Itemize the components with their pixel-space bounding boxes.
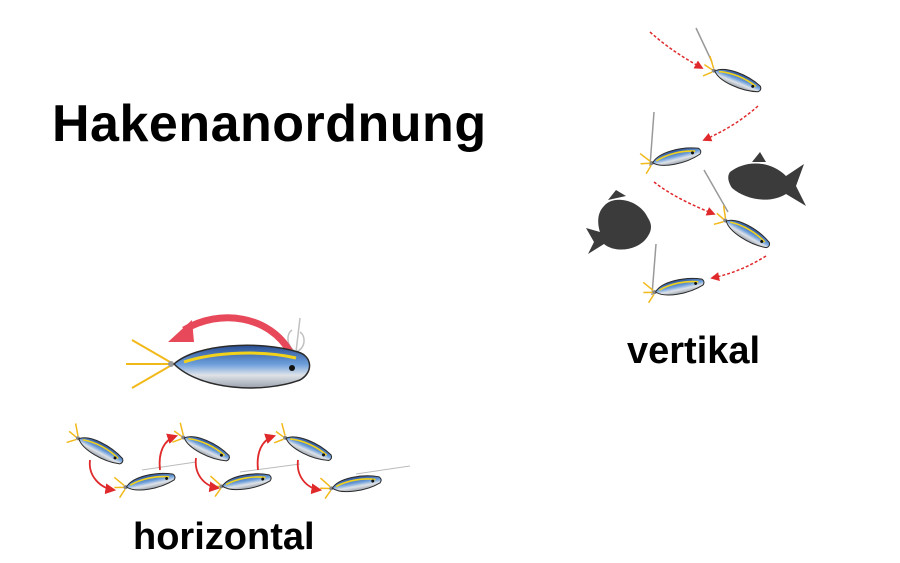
arrow-icon xyxy=(296,459,323,495)
page-title: Hakenanordnung xyxy=(52,95,487,153)
jig-lure-3 xyxy=(710,203,776,255)
jig-lure-top-2 xyxy=(168,421,235,468)
vertical-label: vertikal xyxy=(627,330,761,372)
arrow-icon xyxy=(653,181,716,216)
jig-lure-bottom-3 xyxy=(317,466,384,500)
hook-swap-illustration xyxy=(126,314,311,389)
vertical-jig-group xyxy=(586,27,806,305)
horizontal-jig-group xyxy=(63,421,411,500)
treble-hook-icon xyxy=(126,339,174,389)
jig-lure-4 xyxy=(640,269,707,305)
tuna-silhouette-icon xyxy=(728,152,806,206)
arrow-icon xyxy=(88,459,117,495)
arrow-icon xyxy=(256,433,277,471)
snapper-silhouette-icon xyxy=(586,190,651,254)
arrow-icon xyxy=(710,255,767,281)
arrow-icon xyxy=(194,457,221,493)
arrow-icon xyxy=(649,31,704,69)
jig-lure-bottom-2 xyxy=(207,464,274,498)
jig-lure-1 xyxy=(699,54,766,99)
jig-lure-top-3 xyxy=(270,421,337,468)
arrow-icon xyxy=(158,433,179,471)
horizontal-label: horizontal xyxy=(133,516,315,558)
arrow-icon xyxy=(702,105,759,142)
jig-lure-2 xyxy=(637,138,704,176)
curved-arrow-icon xyxy=(182,314,294,354)
jig-lure-top-1 xyxy=(63,421,129,471)
